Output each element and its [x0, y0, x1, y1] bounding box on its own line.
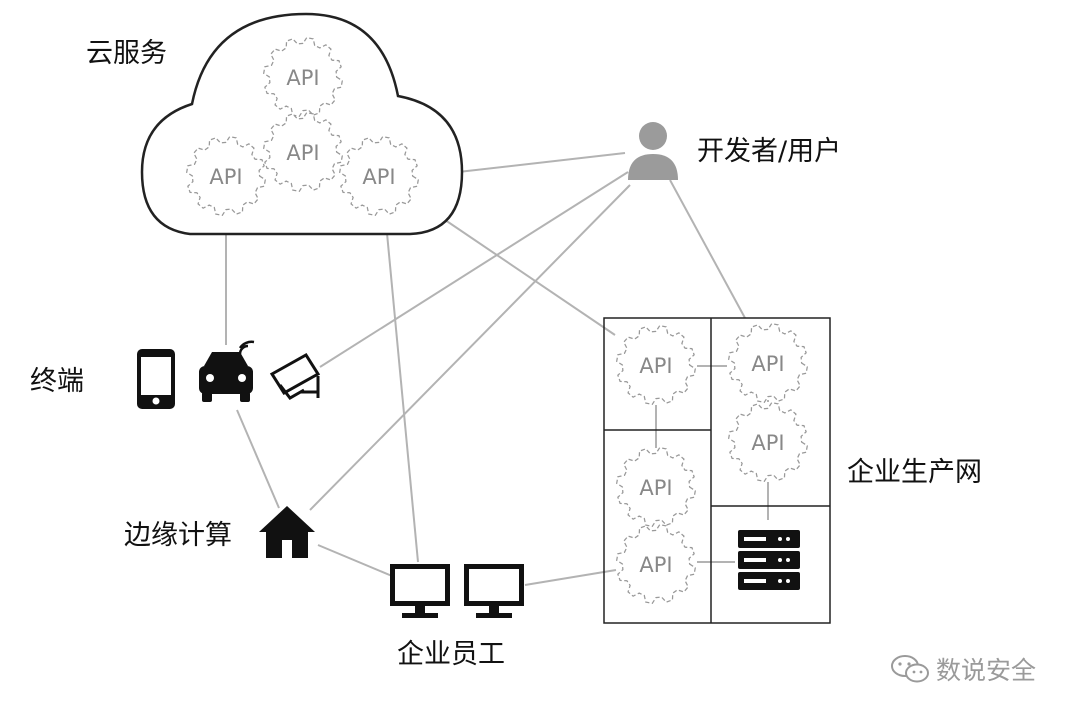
watermark-text: 数说安全: [936, 656, 1037, 685]
link-user-camera: [319, 171, 629, 368]
house-icon: [259, 506, 315, 558]
terminal-label: 终端: [30, 366, 84, 397]
api-gears: API API API API API API API API: [186, 37, 808, 604]
link-edge-employee: [317, 544, 393, 577]
api-gear-cloud-center: API: [263, 112, 343, 192]
connection-lines: [225, 152, 769, 586]
car-icon: [199, 340, 255, 402]
api-gear-enterprise-3: API: [728, 402, 808, 482]
developer-label: 开发者/用户: [697, 136, 842, 167]
api-label: API: [751, 431, 784, 455]
api-label: API: [751, 352, 784, 376]
monitor-icon: [464, 564, 524, 618]
link-cloud-employee: [384, 211, 419, 563]
link-employee-enterprise: [524, 569, 617, 586]
wechat-icon: [891, 655, 929, 683]
link-cloudapi-enterprise: [422, 204, 616, 336]
api-label: API: [209, 165, 242, 189]
api-label: API: [639, 553, 672, 577]
link-user-edge: [309, 184, 631, 511]
api-gear-enterprise-2: API: [728, 323, 808, 403]
link-user-enterprise: [669, 179, 746, 319]
api-gear-cloud-right: API: [339, 136, 419, 216]
api-gear-cloud-top: API: [263, 37, 343, 117]
enterprise-net-label: 企业生产网: [847, 457, 982, 488]
api-label: API: [639, 476, 672, 500]
api-label: API: [362, 165, 395, 189]
server-icon: [738, 530, 800, 590]
camera-icon: [269, 352, 321, 400]
api-gear-cloud-left: API: [186, 136, 266, 216]
enterprise-network-box: [603, 317, 831, 624]
api-label: API: [286, 66, 319, 90]
api-gear-enterprise-4: API: [616, 447, 696, 527]
api-label: API: [639, 354, 672, 378]
cloud-label: 云服务: [86, 38, 167, 69]
employees-label: 企业员工: [397, 639, 505, 670]
monitor-icon: [390, 564, 450, 618]
api-gear-enterprise-5: API: [616, 524, 696, 604]
edge-label: 边缘计算: [124, 520, 232, 551]
phone-icon: [137, 349, 175, 409]
api-gear-enterprise-1: API: [616, 325, 696, 405]
link-car-edge: [236, 409, 280, 509]
user-icon: [628, 122, 678, 180]
watermark: 数说安全: [890, 652, 1036, 686]
api-label: API: [286, 141, 319, 165]
